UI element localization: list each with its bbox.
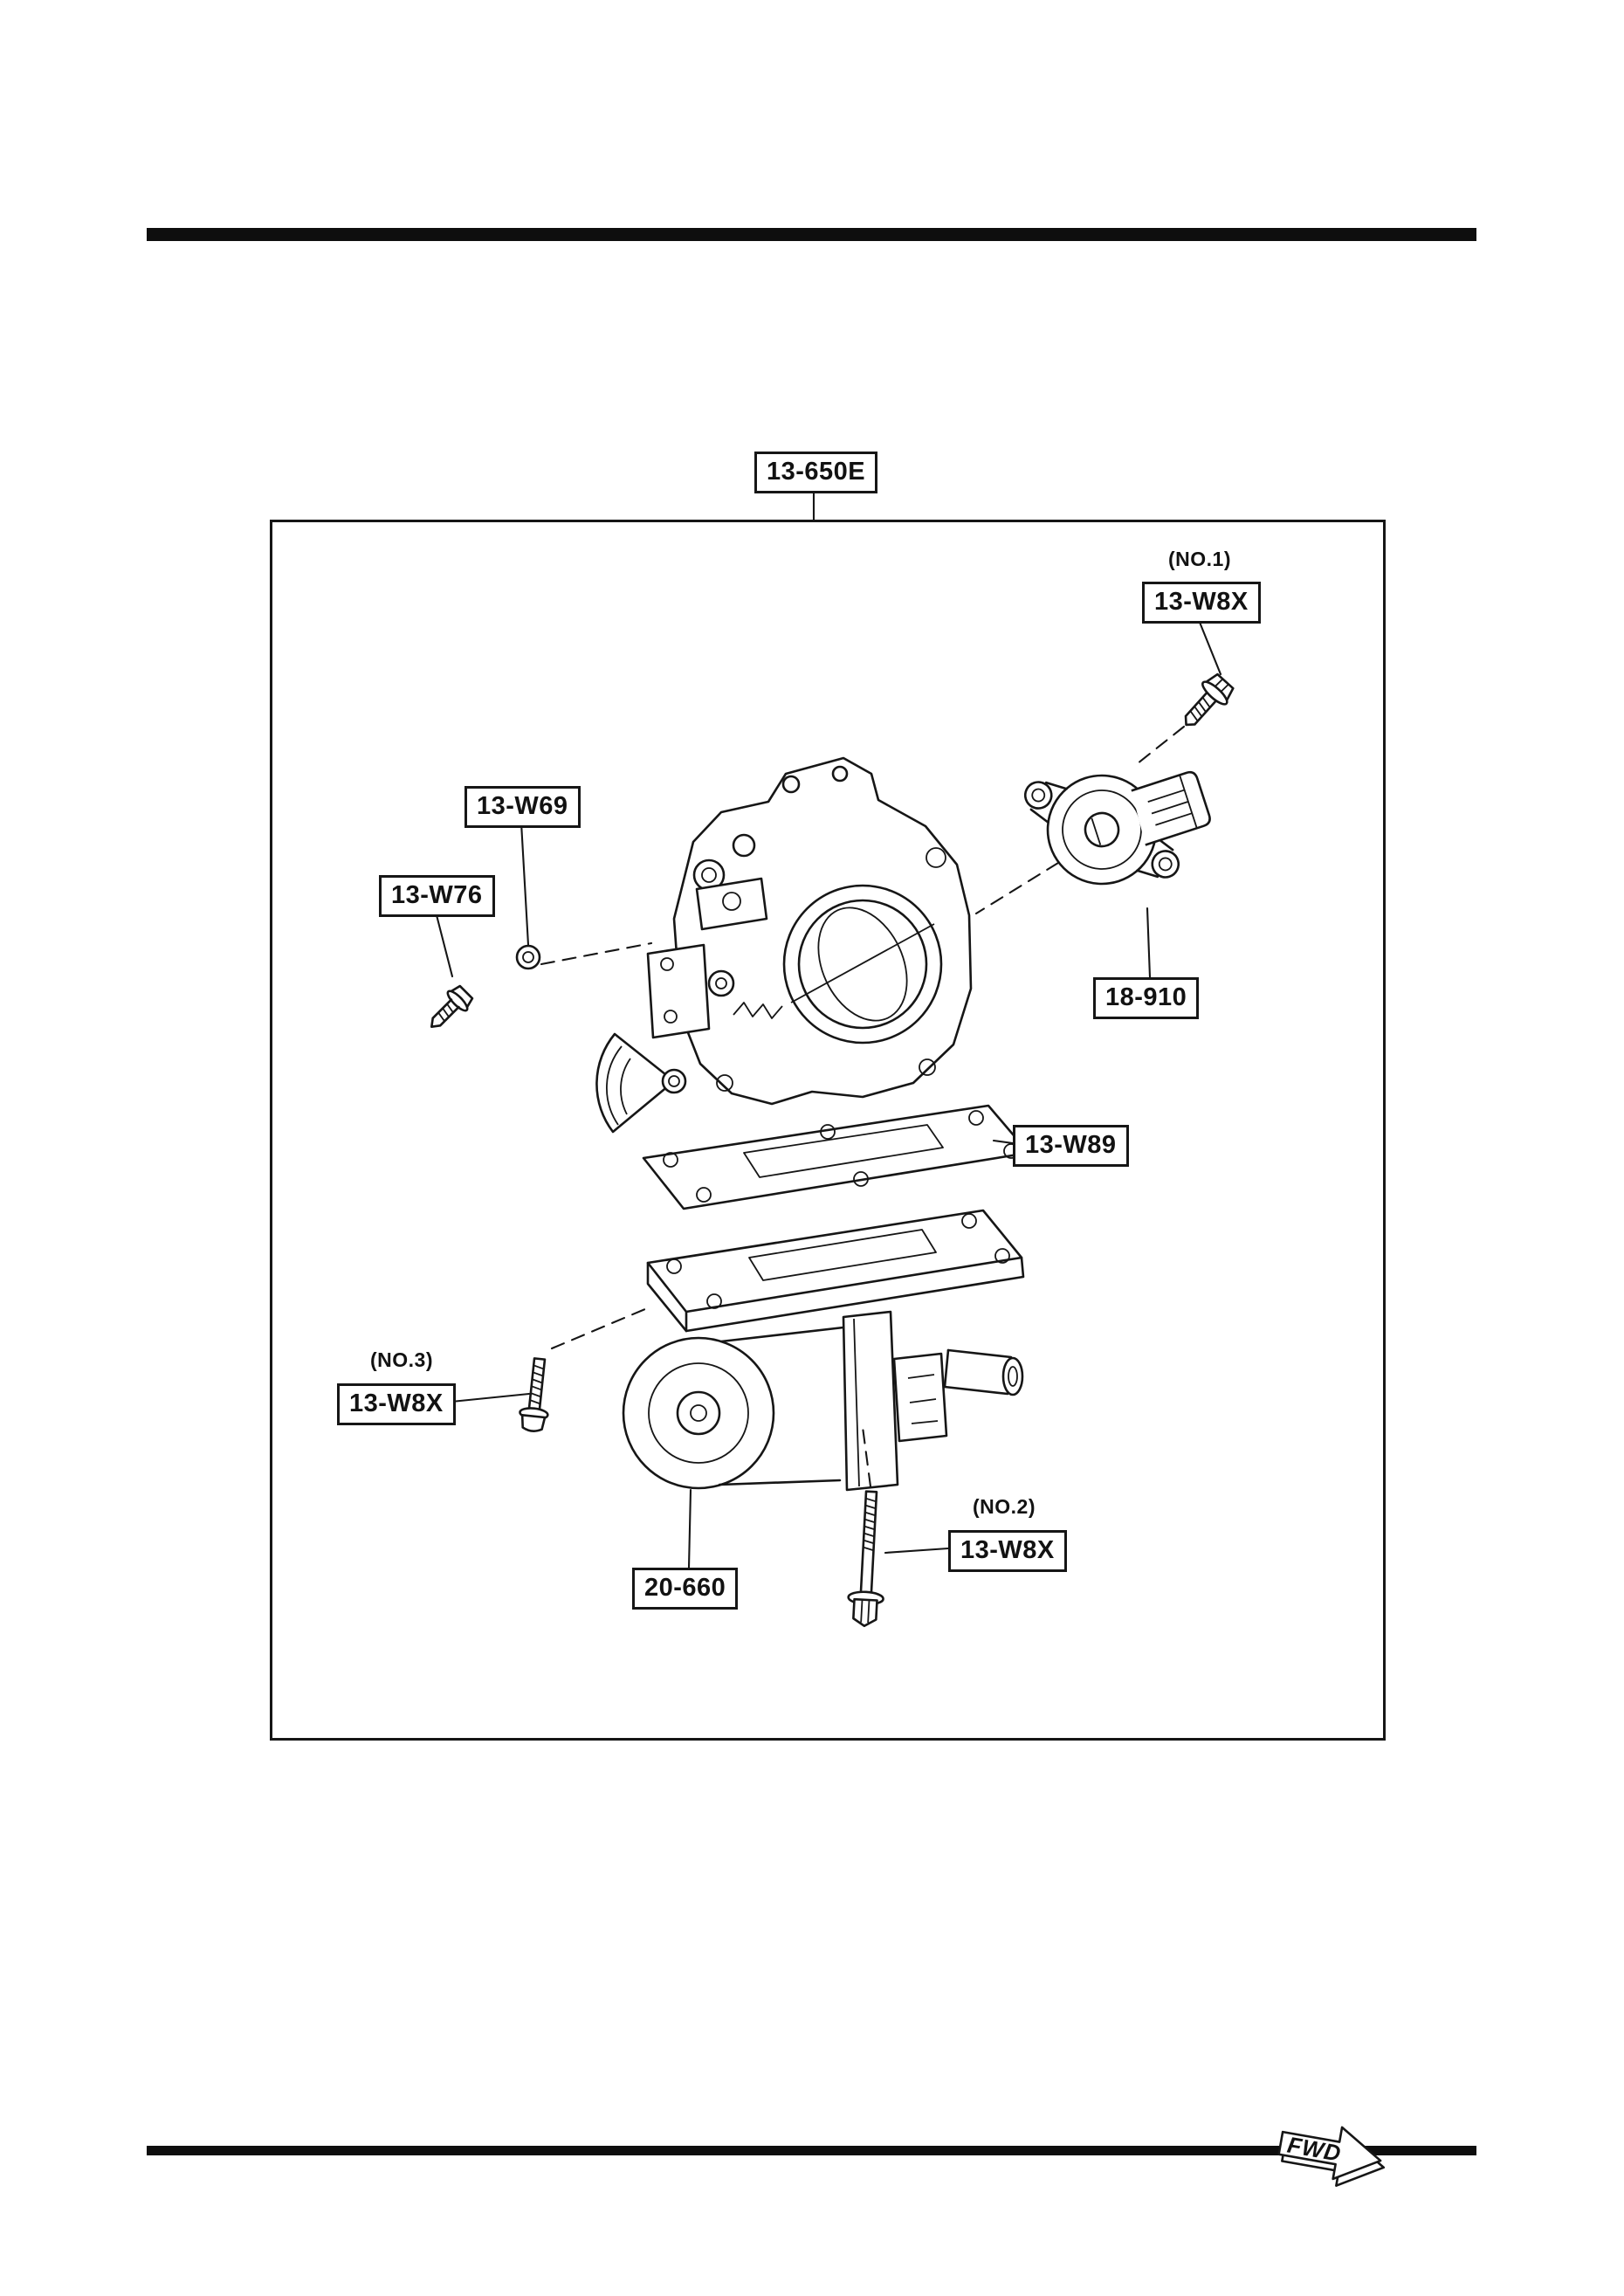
part-label-13w69: 13-W69 xyxy=(464,786,581,828)
air-screw-drawing xyxy=(430,984,474,1028)
bolt-no2-drawing xyxy=(847,1490,884,1628)
tps-sensor-drawing xyxy=(1023,770,1211,886)
bottom-rule xyxy=(147,2146,1476,2155)
part-note-no3: (NO.3) xyxy=(370,1348,433,1371)
part-label-assembly: 13-650E xyxy=(754,452,878,493)
part-label-18910: 18-910 xyxy=(1093,977,1200,1019)
part-label-13w8x-no1: 13-W8X xyxy=(1142,582,1261,624)
screw-no1-drawing xyxy=(1184,672,1235,727)
fwd-arrow: FWD xyxy=(1277,2126,1386,2187)
part-label-20660: 20-660 xyxy=(632,1568,739,1610)
top-rule xyxy=(147,228,1476,241)
oring-drawing xyxy=(515,944,541,970)
part-label-13w89: 13-W89 xyxy=(1013,1125,1129,1167)
fwd-label: FWD xyxy=(1285,2132,1343,2167)
screw-no3-drawing xyxy=(519,1357,549,1432)
throttle-body-drawing xyxy=(595,756,973,1134)
part-label-13w8x-no3: 13-W8X xyxy=(337,1383,456,1425)
diagram-frame xyxy=(270,520,1386,1741)
part-note-no2: (NO.2) xyxy=(973,1495,1036,1518)
part-note-no1: (NO.1) xyxy=(1168,548,1231,570)
gasket-drawing xyxy=(642,1104,1030,1210)
iac-valve-drawing xyxy=(622,1310,948,1492)
part-label-13w76: 13-W76 xyxy=(379,875,495,917)
lower-housing-drawing xyxy=(646,1209,1025,1396)
part-label-13w8x-no2: 13-W8X xyxy=(948,1530,1067,1572)
leader-lines xyxy=(434,487,1222,1569)
